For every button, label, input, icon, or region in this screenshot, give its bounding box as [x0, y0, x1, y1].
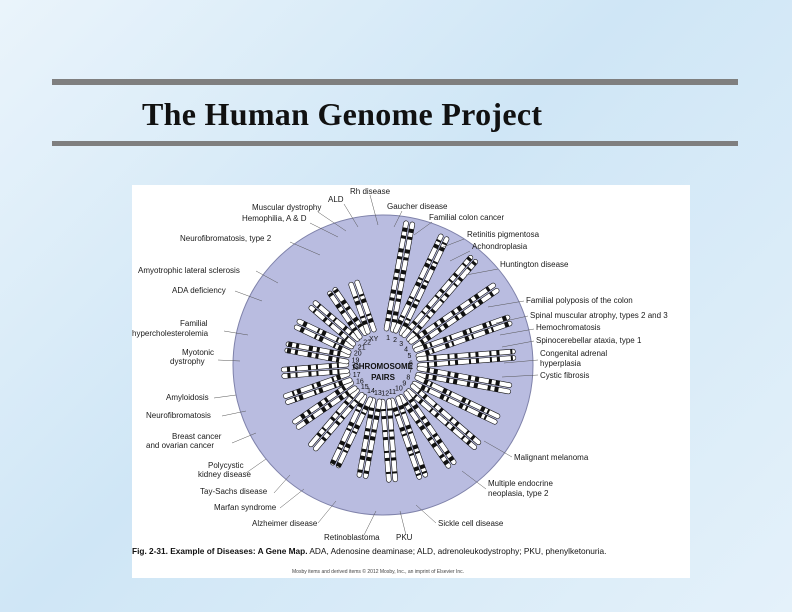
label-tay-sachs: Tay-Sachs disease	[200, 487, 268, 496]
label-achondroplasia: Achondroplasia	[472, 242, 528, 251]
caption-text: ADA, Adenosine deaminase; ALD, adrenoleu…	[308, 546, 607, 556]
chromosome-number-16: 16	[356, 378, 364, 385]
center-label-chromosome: CHROMOSOME	[353, 362, 414, 371]
label-malignant-melanoma: Malignant melanoma	[514, 453, 589, 462]
leader-line-28	[280, 489, 304, 508]
chromosome-number-10: 10	[395, 386, 403, 393]
label-ada-deficiency: ADA deficiency	[172, 286, 226, 295]
label-retinoblastoma: Retinoblastoma	[324, 533, 380, 542]
label-rh-disease: Rh disease	[350, 187, 391, 196]
label-familial-polyposis: Familial polyposis of the colon	[526, 296, 633, 305]
label-myotonic: Myotonic	[182, 348, 214, 357]
label-neurofibromatosis-type2: Neurofibromatosis, type 2	[180, 234, 272, 243]
label-muscular-dystrophy: Muscular dystrophy	[252, 203, 321, 212]
chromosome-number-9: 9	[402, 381, 406, 388]
chromosome-number-3: 3	[399, 341, 403, 348]
label-ald: ALD	[328, 195, 344, 204]
label-spinocerebellar-ataxia: Spinocerebellar ataxia, type 1	[536, 336, 642, 345]
gene-map-figure: 12345678910111213141516171819202122XY CH…	[132, 185, 690, 578]
label-amyloidosis: Amyloidosis	[166, 393, 209, 402]
bottom-divider	[52, 141, 738, 146]
label-huntington-disease: Huntington disease	[500, 260, 569, 269]
label-ovarian-cancer: and ovarian cancer	[146, 441, 214, 450]
chromosome-number-1: 1	[386, 335, 390, 342]
chromosome-number-2: 2	[393, 337, 397, 344]
label-familial: Familial	[180, 319, 208, 328]
label-retinitis-pigmentosa: Retinitis pigmentosa	[467, 230, 540, 239]
label-als: Amyotrophic lateral sclerosis	[138, 266, 240, 275]
label-alzheimer-disease: Alzheimer disease	[252, 519, 318, 528]
slide-title: The Human Genome Project	[142, 96, 542, 133]
label-hemochromatosis: Hemochromatosis	[536, 323, 600, 332]
label-breast-cancer: Breast cancer	[172, 432, 222, 441]
chromosome-number-8: 8	[406, 375, 410, 382]
label-gaucher-disease: Gaucher disease	[387, 202, 448, 211]
leader-line-32	[400, 511, 406, 535]
label-neoplasia-type2: neoplasia, type 2	[488, 489, 549, 498]
figure-credit: Mosby items and derived items © 2012 Mos…	[292, 569, 464, 575]
label-multiple-endocrine: Multiple endocrine	[488, 479, 553, 488]
label-neurofibromatosis: Neurofibromatosis	[146, 411, 211, 420]
label-hemophilia: Hemophilia, A & D	[242, 214, 307, 223]
caption-title: Fig. 2-31. Example of Diseases: A Gene M…	[132, 546, 308, 556]
label-familial-colon-cancer: Familial colon cancer	[429, 213, 504, 222]
label-sickle-cell: Sickle cell disease	[438, 519, 504, 528]
leader-line-26	[274, 475, 290, 493]
label-hypercholesterolemia: hypercholesterolemia	[132, 329, 209, 338]
center-label-pairs: PAIRS	[371, 373, 396, 382]
figure-caption: Fig. 2-31. Example of Diseases: A Gene M…	[132, 546, 690, 556]
leader-line-21	[214, 395, 236, 398]
chromosome-number-20: 20	[354, 350, 362, 357]
label-polycystic: Polycystic	[208, 461, 244, 470]
chromosome-number-11: 11	[389, 389, 396, 396]
label-cystic-fibrosis: Cystic fibrosis	[540, 371, 589, 380]
label-congenital-adrenal: Congenital adrenal	[540, 349, 607, 358]
label-dystrophy: dystrophy	[170, 357, 205, 366]
top-divider	[52, 79, 738, 85]
chromosome-number-12: 12	[381, 390, 389, 397]
chromosome-number-13: 13	[374, 390, 382, 397]
label-pku: PKU	[396, 533, 413, 542]
chromosome-number-5: 5	[407, 353, 411, 360]
label-marfan-syndrome: Marfan syndrome	[214, 503, 277, 512]
label-spinal-muscular-atrophy: Spinal muscular atrophy, types 2 and 3	[530, 311, 668, 320]
chromosome-number-17: 17	[353, 372, 361, 379]
label-kidney-disease: kidney disease	[198, 470, 251, 479]
chromosome-number-XY: XY	[369, 336, 379, 343]
label-hyperplasia: hyperplasia	[540, 359, 581, 368]
gene-map-diagram: 12345678910111213141516171819202122XY CH…	[132, 185, 690, 578]
